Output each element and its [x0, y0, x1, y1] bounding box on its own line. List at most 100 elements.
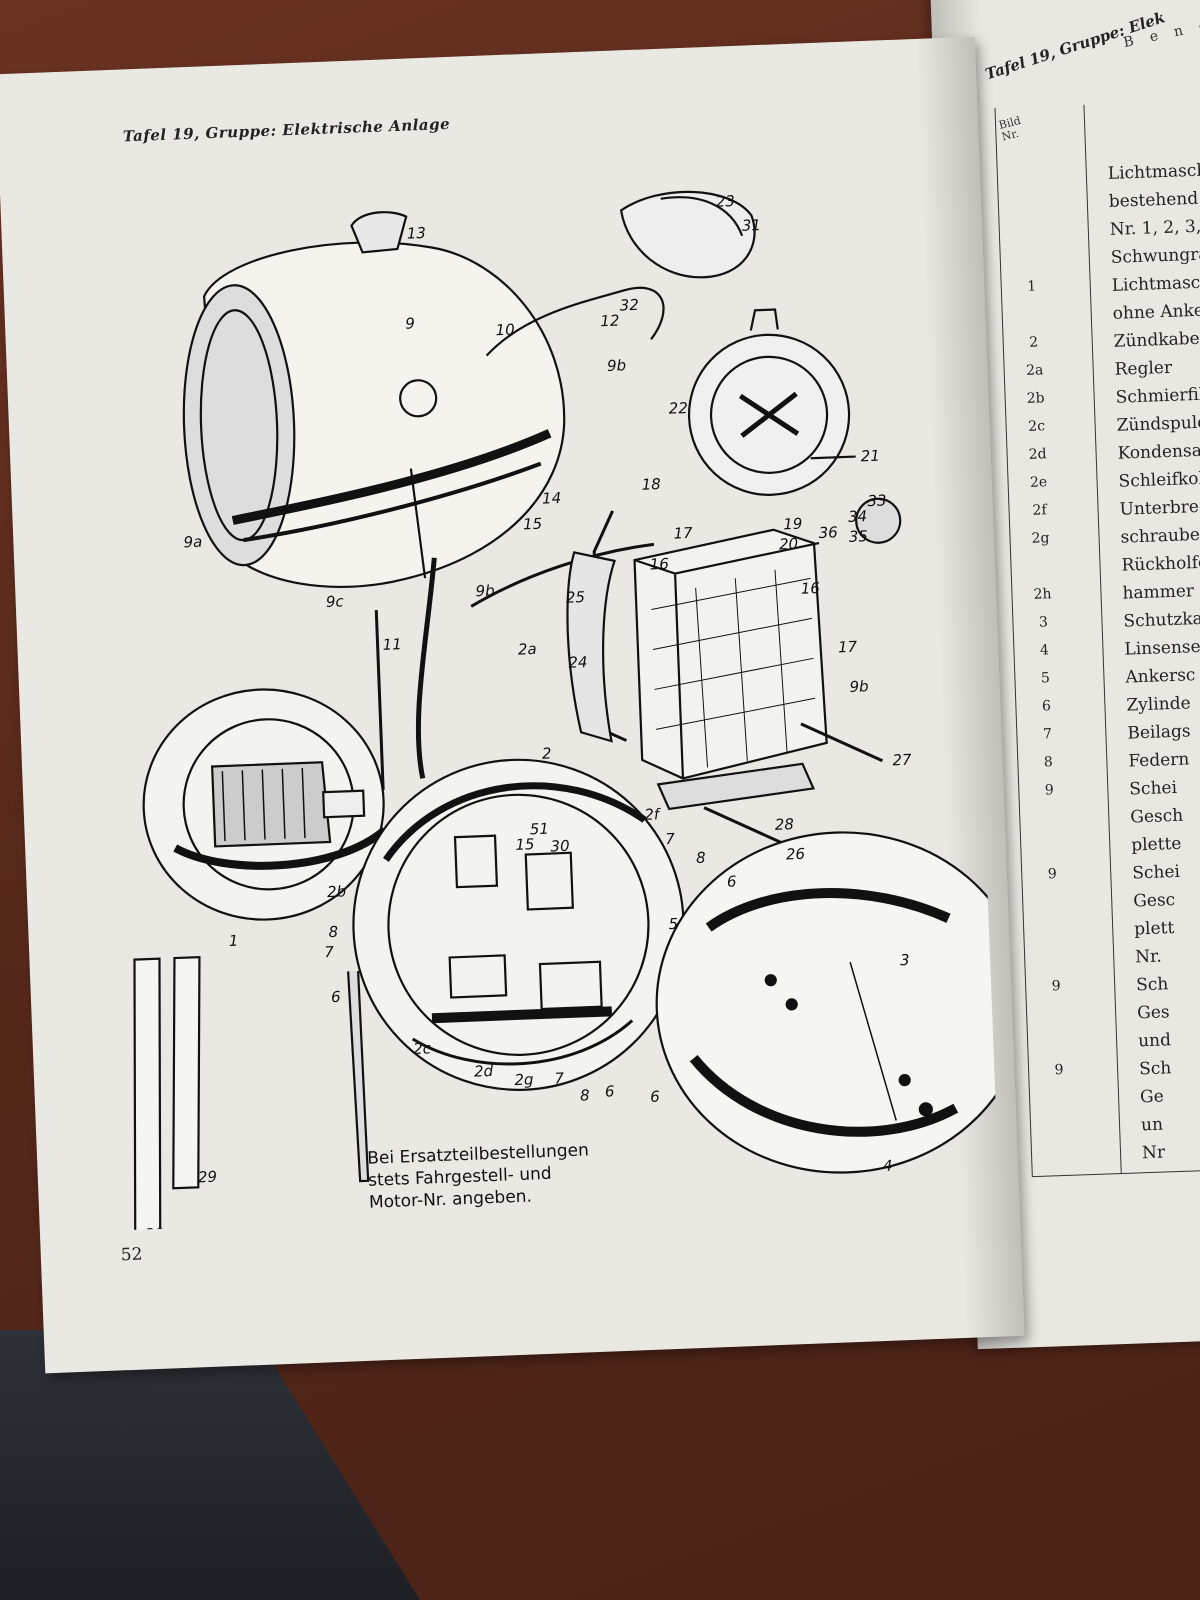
row-description: Ankersc [1125, 665, 1196, 688]
row-number [1001, 250, 1061, 252]
row-description: Ge [1139, 1086, 1165, 1108]
row-description: Sch [1135, 974, 1169, 996]
row-description: Schwungrad [1110, 244, 1200, 268]
strap-30 [133, 957, 162, 1232]
callout: 9 [405, 314, 415, 332]
row-description: Gesch [1130, 805, 1184, 828]
row-description: Gesc [1132, 890, 1176, 912]
callout: 9b [607, 356, 627, 375]
rod-11 [374, 610, 385, 790]
row-number: 3 [1038, 614, 1049, 631]
callout: 8 [696, 849, 706, 867]
callout: 6 [605, 1082, 615, 1100]
bild-nr-label: Bild Nr. [997, 113, 1023, 144]
stator-plate [352, 758, 685, 1091]
row-number: 9 [1051, 978, 1061, 995]
callout: 3 [900, 951, 910, 969]
row-number [1032, 1145, 1092, 1147]
cable-2a [470, 542, 655, 608]
callout: 16 [649, 555, 669, 574]
parts-table: Bild Nr. Lichtmaschine bestehend ausNr. 1… [994, 98, 1200, 1178]
row-description: Schleifkoh [1118, 468, 1200, 492]
row-description: bestehend aus [1108, 188, 1200, 212]
callout: 15 [515, 835, 535, 854]
row-description: hammer [1122, 581, 1195, 604]
page-number: 52 [120, 1244, 143, 1266]
row-number [1025, 949, 1085, 951]
row-description: Rückholfe [1121, 552, 1200, 576]
row-number: 2h [1033, 586, 1052, 603]
row-number: 1 [1027, 278, 1037, 295]
row-number [999, 194, 1059, 196]
strap-29 [172, 955, 201, 1190]
row-description: schraube [1120, 524, 1200, 548]
callout: 9c [326, 592, 345, 611]
row-number [1023, 893, 1083, 895]
row-description: Zylinde [1126, 693, 1191, 716]
row-number [1031, 1117, 1091, 1119]
callout: 31 [741, 216, 761, 235]
parts-table-rows: Lichtmaschine bestehend ausNr. 1, 2, 3, 4… [995, 98, 1200, 1164]
row-description: Sch [1138, 1058, 1172, 1080]
row-description: Federn [1128, 749, 1190, 772]
row-number: 9 [1047, 866, 1058, 883]
row-number [1030, 1089, 1090, 1091]
callout: 6 [650, 1088, 660, 1106]
callout: 9b [849, 677, 869, 696]
callout: 13 [406, 224, 426, 243]
row-description: plett [1133, 918, 1175, 940]
callout: 2c [413, 1039, 432, 1058]
protective-cover [655, 831, 1000, 1174]
row-number: 6 [1041, 698, 1052, 715]
callout: 30 [145, 1225, 165, 1231]
row-description: plette [1130, 833, 1182, 856]
row-description: Schei [1129, 777, 1178, 800]
row-number [1020, 809, 1080, 811]
callout: 5 [668, 915, 678, 933]
callout: 7 [324, 943, 335, 961]
callout: 2f [644, 805, 662, 824]
callout: 25 [566, 588, 586, 607]
row-description: Linsense [1124, 636, 1200, 660]
row-description: Nr. 1, 2, 3, 4, 5 [1109, 215, 1200, 240]
row-description: Zündkabel 5 [1113, 328, 1200, 352]
callout: 11 [382, 635, 402, 654]
callout: 2 [542, 744, 552, 762]
row-number: 2a [1025, 362, 1044, 379]
callout: 2g [514, 1070, 534, 1089]
wire-harness [485, 286, 665, 357]
row-description: Schmierfilz [1115, 384, 1200, 408]
callout: 8 [580, 1086, 590, 1104]
row-description: Lichtmaschin [1111, 271, 1200, 296]
row-number [1011, 557, 1071, 559]
row-number [1002, 306, 1062, 308]
callout: 9b [475, 582, 495, 601]
battery-strap [566, 551, 616, 743]
callout: 17 [673, 524, 693, 543]
row-description: Lichtmaschine [1107, 159, 1200, 184]
order-note-caption: Bei Ersatzteilbestellungen stets Fahrges… [366, 1140, 590, 1213]
callout: 10 [495, 321, 515, 340]
callout: 30 [550, 837, 570, 856]
battery-base-28 [656, 762, 816, 811]
row-number [1021, 837, 1081, 839]
callout: 34 [848, 507, 868, 526]
callout: 2b [327, 882, 347, 901]
callout: 32 [619, 296, 639, 315]
row-number: 2g [1031, 530, 1050, 547]
row-number: 2d [1028, 446, 1047, 463]
callout: 21 [860, 447, 880, 466]
row-description: Beilags [1127, 721, 1191, 744]
callout: 6 [331, 988, 341, 1006]
callout: 15 [523, 515, 543, 534]
row-number [1028, 1033, 1088, 1035]
callout: 17 [838, 638, 858, 657]
callout: 27 [892, 751, 912, 770]
callout: 35 [848, 527, 868, 546]
left-page: Tafel 19, Gruppe: Elektrische Anlage [0, 36, 1025, 1374]
row-number [1027, 1005, 1087, 1007]
callout: 22 [668, 399, 688, 418]
rod-lower [347, 970, 370, 1183]
row-description: ohne Anker [1112, 300, 1200, 324]
row-number [1000, 222, 1060, 224]
